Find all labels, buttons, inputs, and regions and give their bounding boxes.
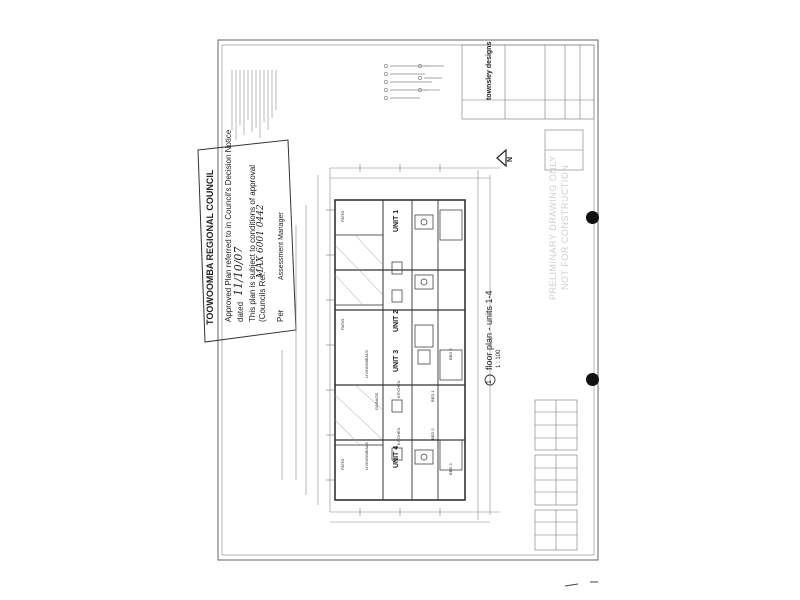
legend <box>384 64 444 100</box>
stamp-role: Assessment Manager <box>278 212 285 280</box>
stamp-council-ref-value: MAX 6001 0442 <box>256 204 266 278</box>
dimension-ticks <box>326 164 441 516</box>
room-living-3: LIVING/MEALS <box>364 350 369 378</box>
room-kitchen-4: KITCHEN <box>396 427 401 445</box>
inner-border <box>221 44 595 556</box>
plan-scale: 1 : 100 <box>496 349 502 368</box>
unit-label-3: UNIT 3 <box>393 349 400 372</box>
title-block <box>461 44 595 171</box>
room-patio-4: PATIO <box>340 458 345 470</box>
room-patio-2: PATIO <box>340 318 345 330</box>
room-patio-1: PATIO <box>340 210 345 222</box>
plan-section-no: 1 <box>486 380 493 384</box>
room-living-4: LIVING/MEALS <box>364 442 369 470</box>
unit-label-1: UNIT 1 <box>393 209 400 232</box>
room-bed1-3: BED 1 <box>430 390 435 402</box>
binder-hole-top <box>586 211 599 224</box>
section-marker <box>484 374 496 386</box>
watermark-line-2: NOT FOR CONSTRUCTION <box>560 164 570 290</box>
north-label: N <box>507 156 514 162</box>
room-bed3-4: BED 3 <box>448 463 453 475</box>
watermark-line-1: PRELIMINARY DRAWING ONLY <box>548 155 558 300</box>
unit-label-4: UNIT 4 <box>393 445 400 468</box>
general-notes <box>231 70 277 140</box>
room-garage-3: GARAGE <box>374 392 379 410</box>
area-schedule-tables <box>534 399 578 551</box>
room-bed2-2: BED 2 <box>448 348 453 360</box>
dimension-lines <box>281 167 500 523</box>
north-arrow-icon <box>496 148 507 168</box>
corner-mark <box>564 581 598 587</box>
unit-label-2: UNIT 2 <box>393 309 400 332</box>
stamp-dated-value: 11/10/07 <box>232 246 245 296</box>
stamp-per-label: Per <box>276 309 285 322</box>
stamp-dated-label: dated <box>236 301 245 322</box>
stamp-council-ref-label: (Councils Ref. <box>258 271 267 322</box>
binder-hole-bottom <box>586 373 599 386</box>
room-kitchen-3: KITCHEN <box>396 380 401 398</box>
sheet-border <box>217 39 599 561</box>
room-bed2-4: BED 2 <box>430 428 435 440</box>
plan-title: floor plan - units 1-4 <box>484 290 494 370</box>
garage-hatching <box>334 234 384 446</box>
stamp-council-name: TOOWOOMBA REGIONAL COUNCIL <box>205 169 215 325</box>
fixtures <box>391 209 463 471</box>
firm-name: townsley designs <box>486 41 493 100</box>
